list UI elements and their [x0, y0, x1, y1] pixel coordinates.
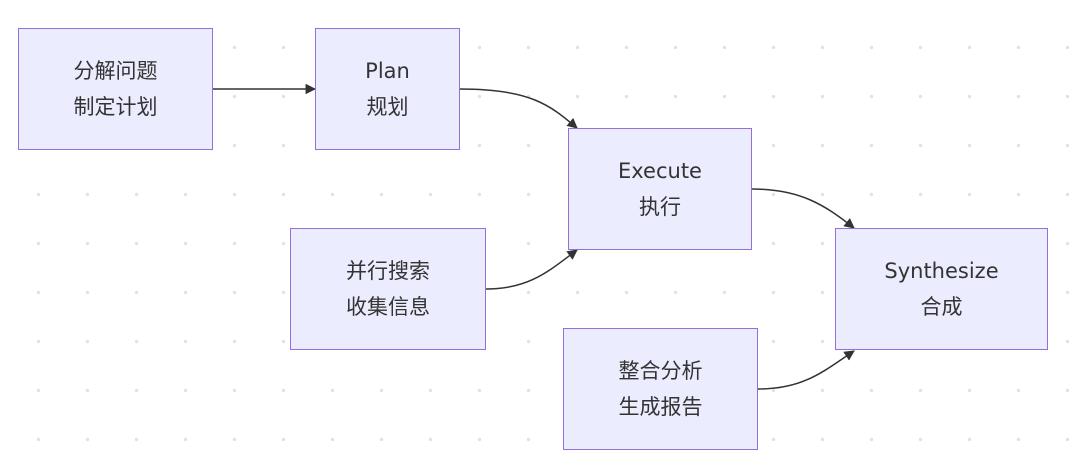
node-search-line2: 收集信息: [346, 295, 430, 319]
node-execute-line1: Execute: [618, 159, 702, 183]
node-decompose: 分解问题 制定计划: [18, 28, 213, 150]
node-execute: Execute 执行: [568, 128, 752, 250]
node-decompose-line1: 分解问题: [73, 59, 158, 83]
node-plan-line2: 规划: [366, 95, 409, 119]
edge-execute-to-synthesize: [751, 188, 855, 229]
node-plan-line1: Plan: [365, 59, 410, 83]
node-synthesize: Synthesize 合成: [835, 228, 1048, 350]
node-analyze-line1: 整合分析: [618, 359, 703, 383]
node-decompose-line2: 制定计划: [73, 95, 158, 119]
node-search-line1: 并行搜索: [346, 259, 430, 283]
node-execute-line2: 执行: [639, 195, 681, 219]
edge-analyze-to-synthesize: [757, 350, 855, 390]
node-analyze-line2: 生成报告: [618, 395, 703, 419]
node-search: 并行搜索 收集信息: [290, 228, 486, 350]
node-synthesize-line1: Synthesize: [884, 259, 999, 283]
node-plan: Plan 规划: [315, 28, 460, 150]
edge-plan-to-execute: [459, 88, 578, 129]
node-synthesize-line2: 合成: [920, 295, 963, 319]
node-analyze: 整合分析 生成报告: [563, 328, 758, 450]
edge-search-to-execute: [485, 249, 578, 290]
